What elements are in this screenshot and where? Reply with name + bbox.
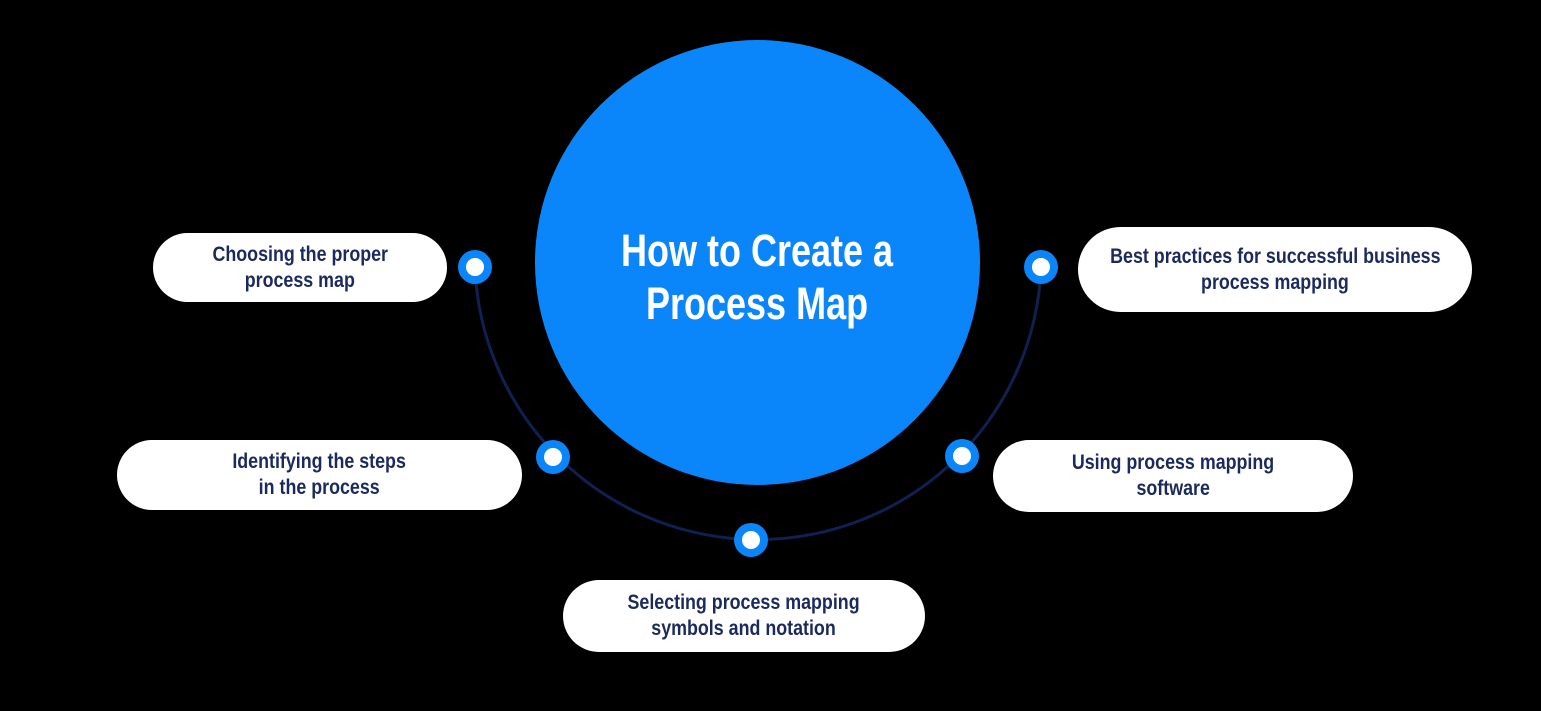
node-label-text: Choosing the proper: [212, 242, 388, 266]
node-label-choosing-proper-process-map: Choosing the proper process map: [153, 233, 447, 302]
node-label-text: Best practices for successful business: [1109, 244, 1441, 268]
diagram-title-line-1: How to Create a: [621, 224, 894, 276]
node-label-text: Using process mapping: [1071, 451, 1275, 474]
node-label-using-software: Using process mapping software: [993, 440, 1353, 512]
node-label-text: process map: [244, 268, 356, 292]
node-label-text: in the process: [258, 476, 381, 499]
node-label-text: process mapping: [1201, 270, 1349, 294]
node-marker-best-practices: [1024, 250, 1058, 284]
node-marker-selecting: [734, 523, 768, 557]
node-label-text: software: [1136, 477, 1210, 500]
central-circle: How to Create a Process Map: [535, 40, 980, 485]
node-marker-using: [945, 439, 979, 473]
diagram-title-line-2: Process Map: [646, 277, 869, 329]
node-label-text: symbols and notation: [651, 617, 837, 640]
node-label-text: Selecting process mapping: [627, 591, 861, 614]
node-label-identifying-steps: Identifying the steps in the process: [117, 440, 522, 510]
node-label-best-practices: Best practices for successful business p…: [1078, 227, 1472, 312]
node-label-selecting-symbols: Selecting process mapping symbols and no…: [563, 580, 925, 652]
node-marker-identifying: [536, 440, 570, 474]
diagram-title: How to Create a Process Map: [621, 196, 893, 330]
node-label-text: Identifying the steps: [232, 450, 407, 473]
node-marker-choosing: [458, 250, 492, 284]
